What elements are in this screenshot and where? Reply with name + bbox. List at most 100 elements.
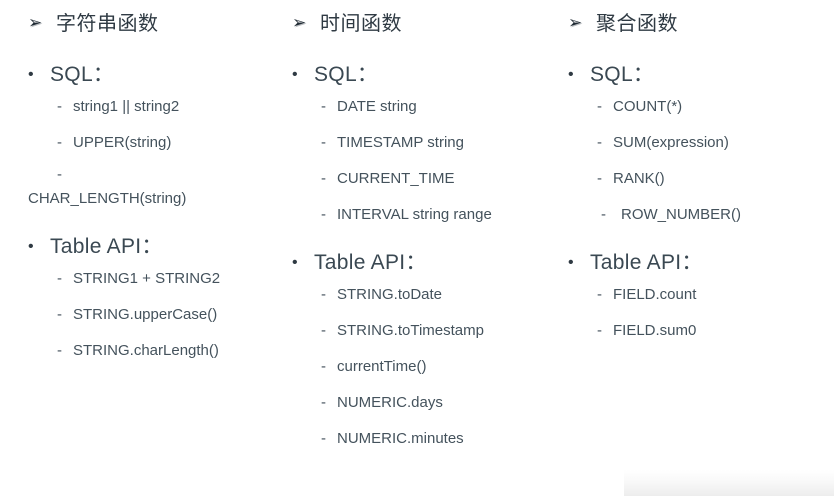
- function-list: -STRING1 + STRING2-STRING.upperCase()-ST…: [28, 270, 278, 360]
- function-list-item: -string1 || string2: [57, 98, 278, 116]
- function-list: -FIELD.count-FIELD.sum0: [568, 286, 834, 340]
- function-list-item: -SUM(expression): [597, 134, 834, 152]
- dash-bullet-icon: -: [57, 270, 62, 287]
- section-header: • SQL：: [292, 60, 556, 90]
- function-list-item: -STRING.upperCase(): [57, 306, 278, 324]
- function-name-text: STRING1 + STRING2: [73, 270, 221, 287]
- dot-bullet-icon: •: [292, 254, 298, 271]
- function-section: •Table API：-STRING1 + STRING2-STRING.upp…: [0, 232, 278, 360]
- dash-bullet-icon: -: [57, 98, 62, 115]
- section-title: Table API：: [314, 251, 427, 274]
- function-list-item: -ROW_NUMBER(): [597, 206, 834, 224]
- section-title: Table API：: [50, 235, 163, 258]
- dash-bullet-icon: -: [321, 286, 326, 303]
- function-list: -string1 || string2-UPPER(string)-CHAR_L…: [28, 98, 278, 208]
- dash-bullet-icon: -: [597, 98, 602, 115]
- function-section: •Table API：-FIELD.count-FIELD.sum0: [556, 248, 834, 340]
- function-list-item: -RANK(): [597, 170, 834, 188]
- function-list-item: -CURRENT_TIME: [321, 170, 556, 188]
- function-list-item: -NUMERIC.minutes: [321, 430, 556, 448]
- function-name-text: COUNT(*): [613, 98, 683, 115]
- function-name-text: INTERVAL string range: [337, 206, 492, 223]
- arrow-bullet-icon: ➢: [292, 13, 307, 33]
- function-list-item: -UPPER(string): [57, 134, 278, 152]
- function-name-text: DATE string: [337, 98, 417, 115]
- function-list-item: -FIELD.count: [597, 286, 834, 304]
- function-list-item: -FIELD.sum0: [597, 322, 834, 340]
- function-name-text: CHAR_LENGTH(string): [28, 190, 187, 207]
- dash-bullet-icon: -: [321, 322, 326, 339]
- function-column: ➢聚合函数•SQL：-COUNT(*)-SUM(expression)-RANK…: [556, 0, 834, 496]
- function-column: ➢字符串函数•SQL：-string1 || string2-UPPER(str…: [0, 0, 278, 496]
- column-heading-text: 字符串函数: [56, 11, 159, 35]
- function-name-text: TIMESTAMP string: [337, 134, 464, 151]
- function-name-text: ROW_NUMBER(): [621, 206, 741, 223]
- section-title: SQL：: [314, 63, 379, 86]
- arrow-bullet-icon: ➢: [28, 13, 43, 33]
- function-name-text: string1 || string2: [73, 98, 180, 115]
- function-name-text: STRING.toTimestamp: [337, 322, 484, 339]
- function-name-text: FIELD.count: [613, 286, 697, 303]
- dash-bullet-icon: -: [57, 166, 62, 183]
- dash-bullet-icon: -: [321, 98, 326, 115]
- function-list-item: -currentTime(): [321, 358, 556, 376]
- function-name-text: STRING.upperCase(): [73, 306, 218, 323]
- dash-bullet-icon: -: [57, 134, 62, 151]
- function-list-item: -INTERVAL string range: [321, 206, 556, 224]
- function-list-item: - CHAR_LENGTH(string): [28, 166, 278, 208]
- dash-bullet-icon: -: [321, 358, 326, 375]
- dash-bullet-icon: -: [601, 206, 606, 223]
- dot-bullet-icon: •: [292, 66, 298, 83]
- function-name-text: SUM(expression): [613, 134, 729, 151]
- arrow-bullet-icon: ➢: [568, 13, 583, 33]
- function-list-item: -STRING.charLength(): [57, 342, 278, 360]
- dash-bullet-icon: -: [57, 342, 62, 359]
- function-name-text: CURRENT_TIME: [337, 170, 455, 187]
- column-heading-text: 聚合函数: [596, 11, 678, 35]
- function-name-text: RANK(): [613, 170, 665, 187]
- function-name-text: STRING.charLength(): [73, 342, 219, 359]
- function-list-item: -STRING.toTimestamp: [321, 322, 556, 340]
- function-name-text: NUMERIC.minutes: [337, 430, 464, 447]
- function-section: •SQL：-string1 || string2-UPPER(string)-C…: [0, 60, 278, 208]
- function-section: •SQL：-COUNT(*)-SUM(expression)-RANK()-RO…: [556, 60, 834, 224]
- section-title: SQL：: [590, 63, 655, 86]
- section-header: • SQL：: [28, 60, 278, 90]
- function-name-text: STRING.toDate: [337, 286, 443, 303]
- dot-bullet-icon: •: [568, 66, 574, 83]
- dash-bullet-icon: -: [597, 134, 602, 151]
- function-list: -COUNT(*)-SUM(expression)-RANK()-ROW_NUM…: [568, 98, 834, 224]
- function-section: •Table API：-STRING.toDate-STRING.toTimes…: [278, 248, 556, 448]
- function-list: -STRING.toDate-STRING.toTimestamp-curren…: [292, 286, 556, 448]
- dot-bullet-icon: •: [28, 66, 34, 83]
- dash-bullet-icon: -: [321, 134, 326, 151]
- function-list: -DATE string-TIMESTAMP string-CURRENT_TI…: [292, 98, 556, 224]
- dash-bullet-icon: -: [57, 306, 62, 323]
- column-heading: ➢ 聚合函数: [556, 0, 834, 36]
- function-list-item: -TIMESTAMP string: [321, 134, 556, 152]
- dot-bullet-icon: •: [28, 238, 34, 255]
- function-list-item: -STRING1 + STRING2: [57, 270, 278, 288]
- function-name-text: UPPER(string): [73, 134, 172, 151]
- function-list-item: -COUNT(*): [597, 98, 834, 116]
- dash-bullet-icon: -: [321, 430, 326, 447]
- section-header: • Table API：: [292, 248, 556, 278]
- dash-bullet-icon: -: [321, 170, 326, 187]
- dash-bullet-icon: -: [597, 170, 602, 187]
- section-title: Table API：: [590, 251, 703, 274]
- function-list-item: -STRING.toDate: [321, 286, 556, 304]
- column-heading: ➢ 字符串函数: [0, 0, 278, 36]
- dash-bullet-icon: -: [321, 394, 326, 411]
- function-name-text: NUMERIC.days: [337, 394, 443, 411]
- section-header: • Table API：: [568, 248, 834, 278]
- section-title: SQL：: [50, 63, 115, 86]
- function-name-text: FIELD.sum0: [613, 322, 697, 339]
- dash-bullet-icon: -: [597, 286, 602, 303]
- dot-bullet-icon: •: [568, 254, 574, 271]
- function-list-item: -DATE string: [321, 98, 556, 116]
- function-name-text: currentTime(): [337, 358, 427, 375]
- dash-bullet-icon: -: [597, 322, 602, 339]
- function-list-item: -NUMERIC.days: [321, 394, 556, 412]
